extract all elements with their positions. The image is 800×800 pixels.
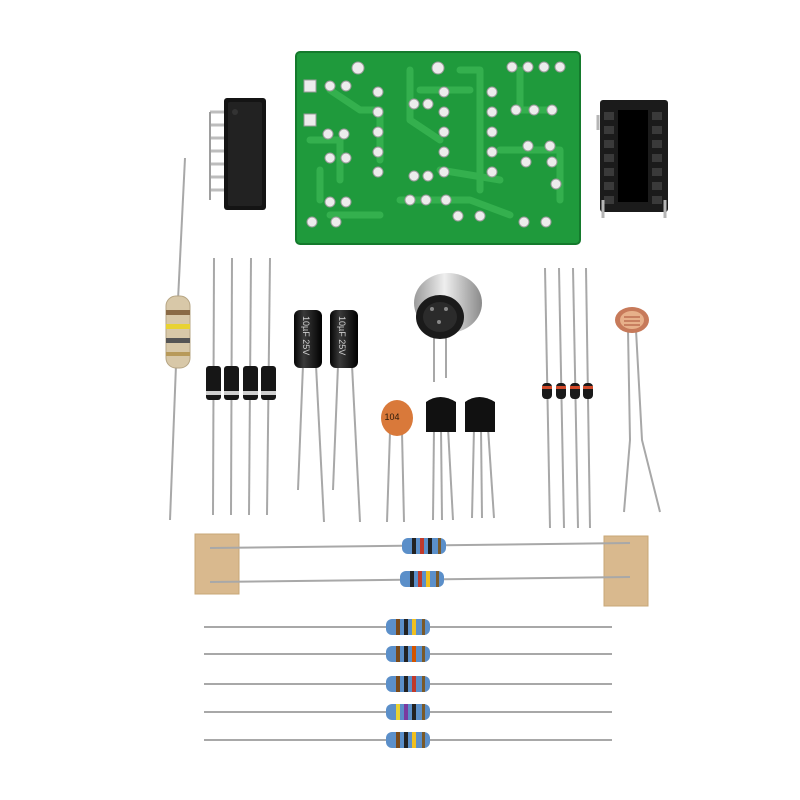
signal-diodes [542, 267, 593, 529]
taped-resistor-2 [400, 571, 444, 587]
electret-microphone [414, 273, 482, 382]
resistor-row-1 [204, 619, 612, 635]
electrolytic-capacitor-left: 10µF 25V [294, 310, 325, 523]
taped-resistors [194, 533, 649, 607]
ceramic-cap-code: 104 [384, 412, 399, 422]
pcb-traces [306, 66, 564, 219]
transistor-left [426, 397, 456, 521]
resistor-row-2 [204, 646, 612, 662]
pcb-pads [303, 61, 566, 228]
electrolytic-capacitor-right: 10µF 25V [330, 310, 361, 523]
loose-resistors [204, 619, 612, 748]
photoresistor [615, 307, 661, 513]
resistor-row-3 [204, 676, 612, 692]
capacitor-marking-right: 10µF 25V [337, 316, 347, 355]
taped-resistor-1 [402, 538, 446, 554]
resistor-row-4 [204, 704, 612, 720]
diodes [206, 257, 276, 516]
beige-resistor [165, 157, 191, 521]
ceramic-capacitor: 104 [381, 400, 413, 523]
tape-left [194, 533, 240, 595]
ic-socket [596, 100, 668, 218]
capacitor-marking-left: 10µF 25V [301, 316, 311, 355]
transistor-right [465, 397, 495, 519]
resistor-row-5 [204, 732, 612, 748]
tape-right [603, 535, 649, 607]
ic-chip [209, 98, 266, 210]
pcb-board [295, 51, 581, 245]
